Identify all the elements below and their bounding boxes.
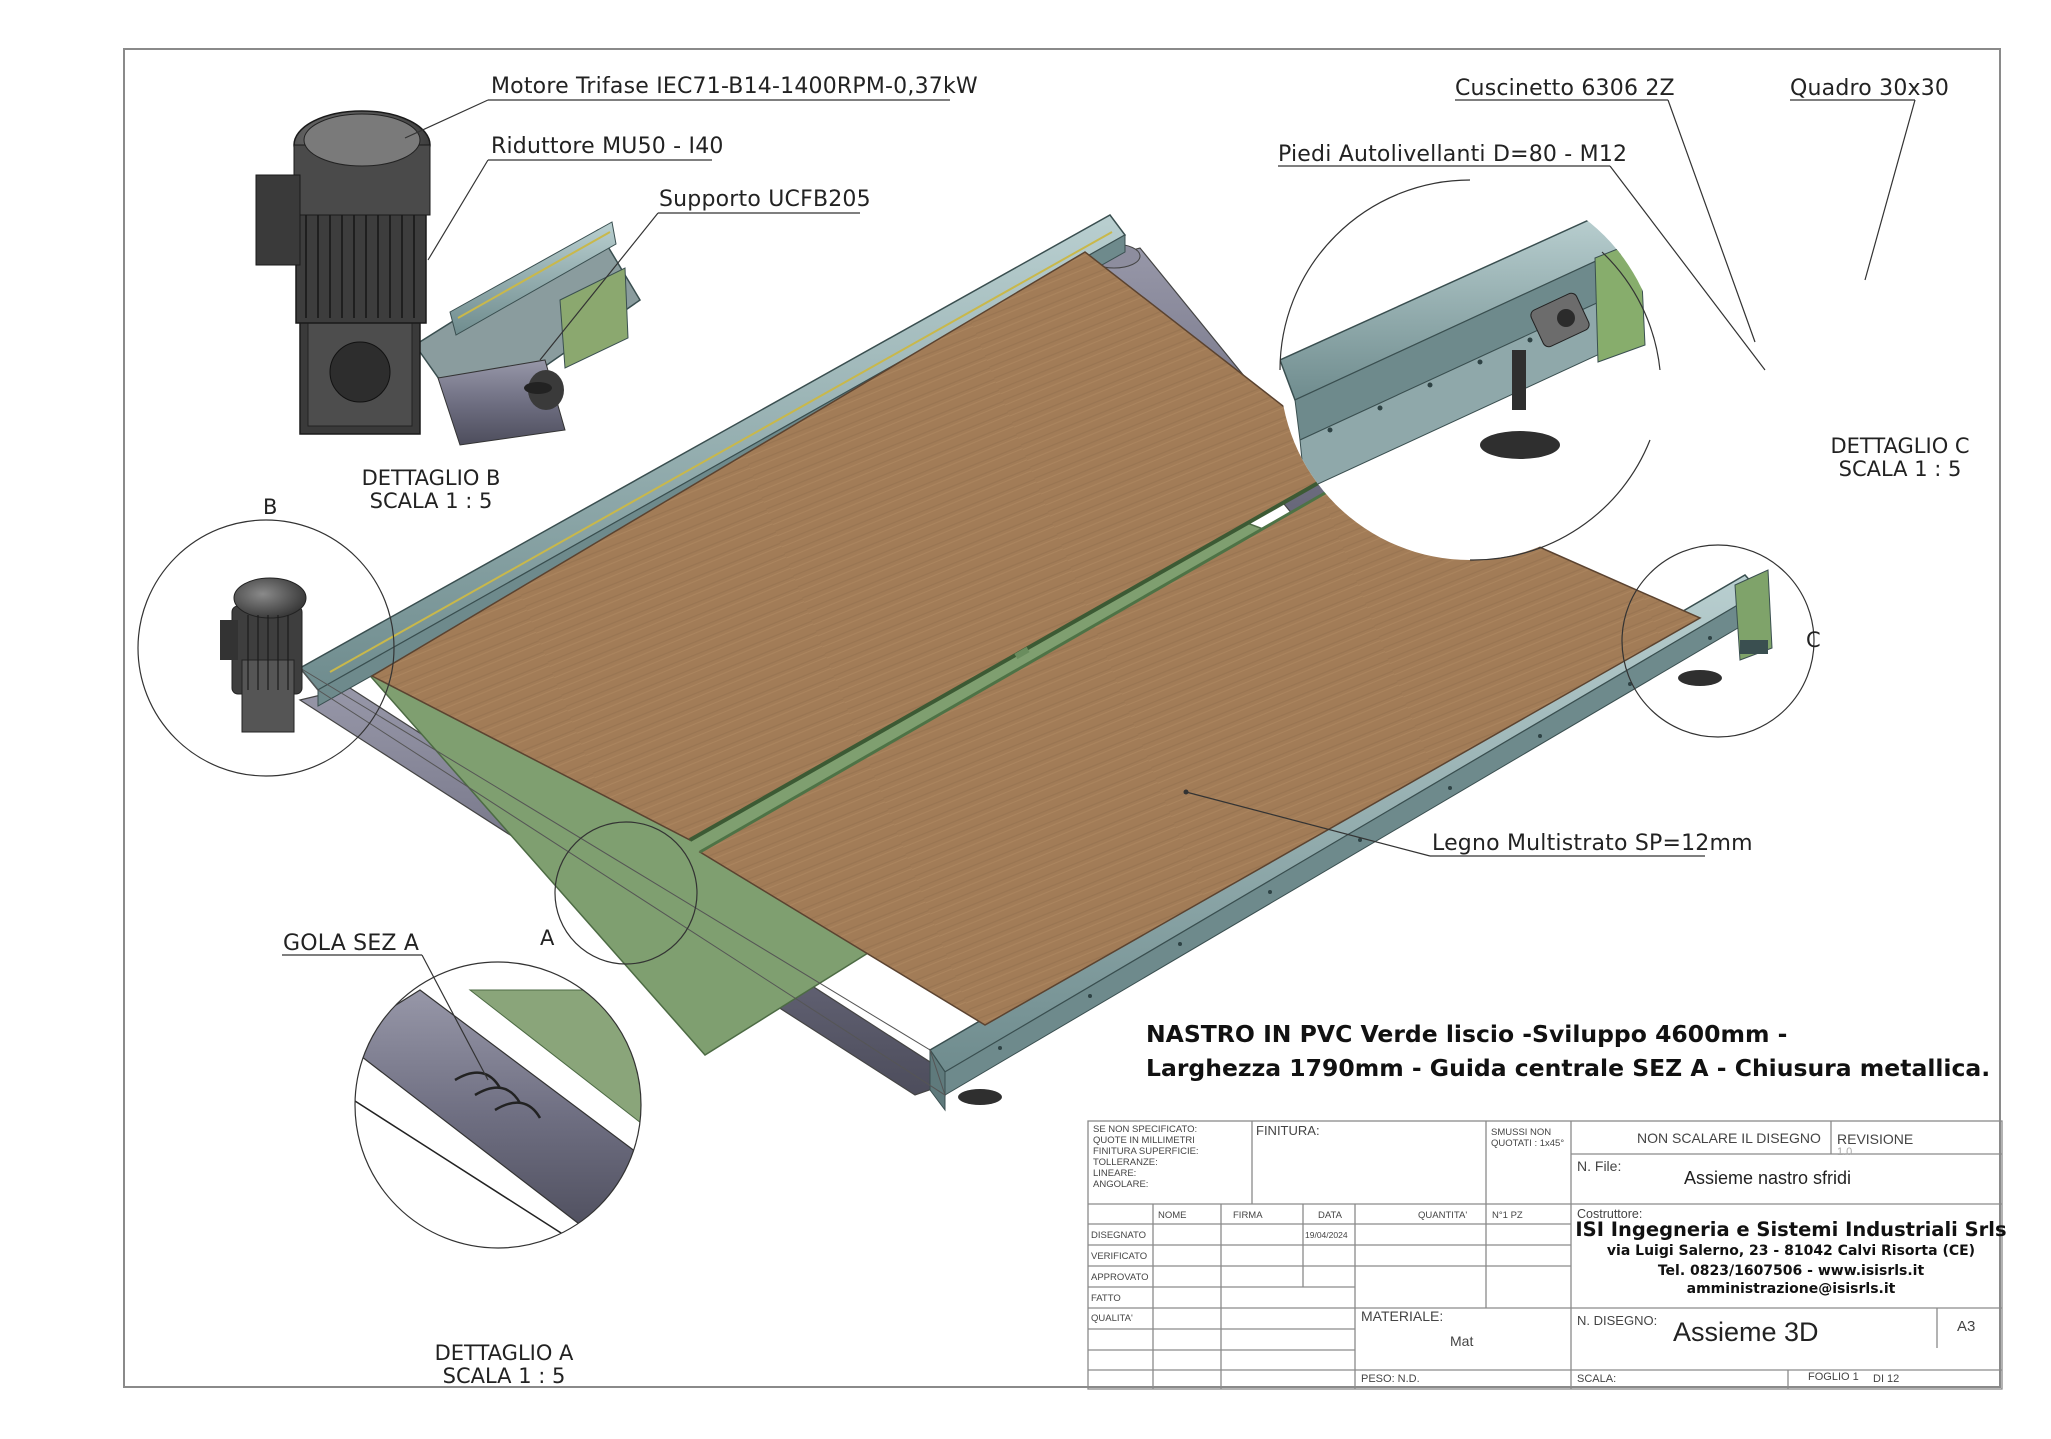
detail-a-title: DETTAGLIO A — [434, 1341, 574, 1365]
detail-b-scale: SCALA 1 : 5 — [369, 489, 493, 513]
company-info: ISI Ingegneria e Sistemi Industriali Srl… — [1572, 1218, 2010, 1297]
detail-c-view — [1279, 179, 1661, 561]
col-pieces: N°1 PZ — [1492, 1210, 1523, 1221]
tolerance-notes: SE NON SPECIFICATO: QUOTE IN MILLIMETRI … — [1093, 1124, 1199, 1190]
detail-circle-b — [137, 519, 395, 777]
file-value: Assieme nastro sfridi — [1684, 1168, 1852, 1188]
detail-b-view — [255, 110, 642, 446]
company-email: amministrazione@isisrls.it — [1686, 1281, 1896, 1297]
row-verificato: VERIFICATO — [1091, 1251, 1148, 1262]
main-assembly — [220, 214, 1773, 1112]
drawing-number-value: Assieme 3D — [1673, 1317, 1819, 1347]
detail-a-caption: DETTAGLIO A SCALA 1 : 5 — [420, 1342, 588, 1388]
chamfer-line-1: SMUSSI NON — [1491, 1127, 1552, 1138]
tail-end-block — [1734, 569, 1773, 661]
file-label: N. File: — [1577, 1158, 1622, 1174]
drawn-date: 19/04/2024 — [1305, 1230, 1348, 1240]
chamfer-note: SMUSSI NON QUOTATI : 1x45° — [1491, 1127, 1564, 1149]
spec-line: FINITURA SUPERFICIE: — [1093, 1146, 1199, 1157]
builder-label: Costruttore: — [1577, 1207, 1643, 1221]
callout-wood: Legno Multistrato SP=12mm — [1432, 831, 1753, 856]
spec-line: QUOTE IN MILLIMETRI — [1093, 1135, 1195, 1146]
callout-support: Supporto UCFB205 — [659, 187, 871, 212]
weight-label: PESO: N.D. — [1361, 1373, 1420, 1385]
row-qualita: QUALITA' — [1091, 1313, 1133, 1324]
material-value: Mat — [1450, 1333, 1474, 1349]
col-nome: NOME — [1158, 1210, 1187, 1221]
detail-a-view — [354, 961, 642, 1249]
spec-line: LINEARE: — [1093, 1168, 1137, 1179]
drawing-number-label: N. DISEGNO: — [1577, 1313, 1658, 1328]
finish-label: FINITURA: — [1256, 1123, 1320, 1138]
col-quantita: QUANTITA' — [1418, 1210, 1468, 1221]
title-block-grid — [1087, 1120, 2003, 1390]
detail-c-caption: DETTAGLIO C SCALA 1 : 5 — [1816, 435, 1984, 481]
detail-circle-a — [554, 821, 698, 965]
paper-size: A3 — [1957, 1318, 1976, 1335]
sheet-total: DI 12 — [1873, 1373, 1900, 1385]
detail-b-title: DETTAGLIO B — [361, 466, 501, 490]
motor-small — [220, 577, 307, 733]
callout-bearing: Cuscinetto 6306 2Z — [1455, 76, 1675, 101]
company-name: ISI Ingegneria e Sistemi Industriali Srl… — [1575, 1218, 2007, 1241]
spec-line: SE NON SPECIFICATO: — [1093, 1124, 1198, 1135]
company-address: via Luigi Salerno, 23 - 81042 Calvi Riso… — [1606, 1243, 1976, 1259]
sheet-label: FOGLIO 1 — [1808, 1371, 1859, 1383]
detail-a-scale: SCALA 1 : 5 — [442, 1364, 566, 1388]
detail-letter-b: B — [263, 495, 278, 519]
col-firma: FIRMA — [1233, 1210, 1263, 1221]
detail-c-scale: SCALA 1 : 5 — [1838, 457, 1962, 481]
callout-feet: Piedi Autolivellanti D=80 - M12 — [1278, 142, 1628, 167]
spec-line: TOLLERANZE: — [1093, 1157, 1158, 1168]
row-disegnato: DISEGNATO — [1091, 1230, 1147, 1241]
spec-line: ANGOLARE: — [1093, 1179, 1149, 1190]
no-scale-note: NON SCALARE IL DISEGNO — [1637, 1130, 1821, 1146]
chamfer-line-2: QUOTATI : 1x45° — [1491, 1138, 1565, 1149]
callout-reducer: Riduttore MU50 - I40 — [491, 134, 724, 159]
callout-groove: GOLA SEZ A — [283, 931, 420, 956]
callout-square: Quadro 30x30 — [1790, 76, 1950, 101]
detail-circle-c — [1621, 544, 1815, 738]
callout-motor: Motore Trifase IEC71-B14-1400RPM-0,37kW — [491, 74, 978, 99]
leader-lines — [282, 99, 1916, 1081]
row-approvato: APPROVATO — [1091, 1272, 1149, 1283]
revision-label: REVISIONE — [1837, 1131, 1914, 1147]
description-line-1: NASTRO IN PVC Verde liscio -Sviluppo 460… — [1146, 1020, 1788, 1048]
material-label: MATERIALE: — [1361, 1308, 1444, 1324]
detail-letter-a: A — [540, 926, 555, 950]
detail-letter-c: C — [1806, 628, 1821, 652]
detail-c-title: DETTAGLIO C — [1830, 434, 1970, 458]
company-contact: Tel. 0823/1607506 - www.isisrls.it — [1657, 1263, 1925, 1279]
drawing-border — [123, 48, 2001, 1388]
revision-value: 1.0 — [1837, 1146, 1853, 1158]
row-fatto: FATTO — [1091, 1293, 1121, 1304]
scale-label: SCALA: — [1577, 1373, 1617, 1385]
drawing-description: NASTRO IN PVC Verde liscio -Sviluppo 460… — [1146, 1017, 1990, 1085]
detail-b-caption: DETTAGLIO B SCALA 1 : 5 — [352, 467, 510, 513]
col-data: DATA — [1318, 1210, 1342, 1221]
description-line-2: Larghezza 1790mm - Guida centrale SEZ A … — [1146, 1054, 1991, 1082]
